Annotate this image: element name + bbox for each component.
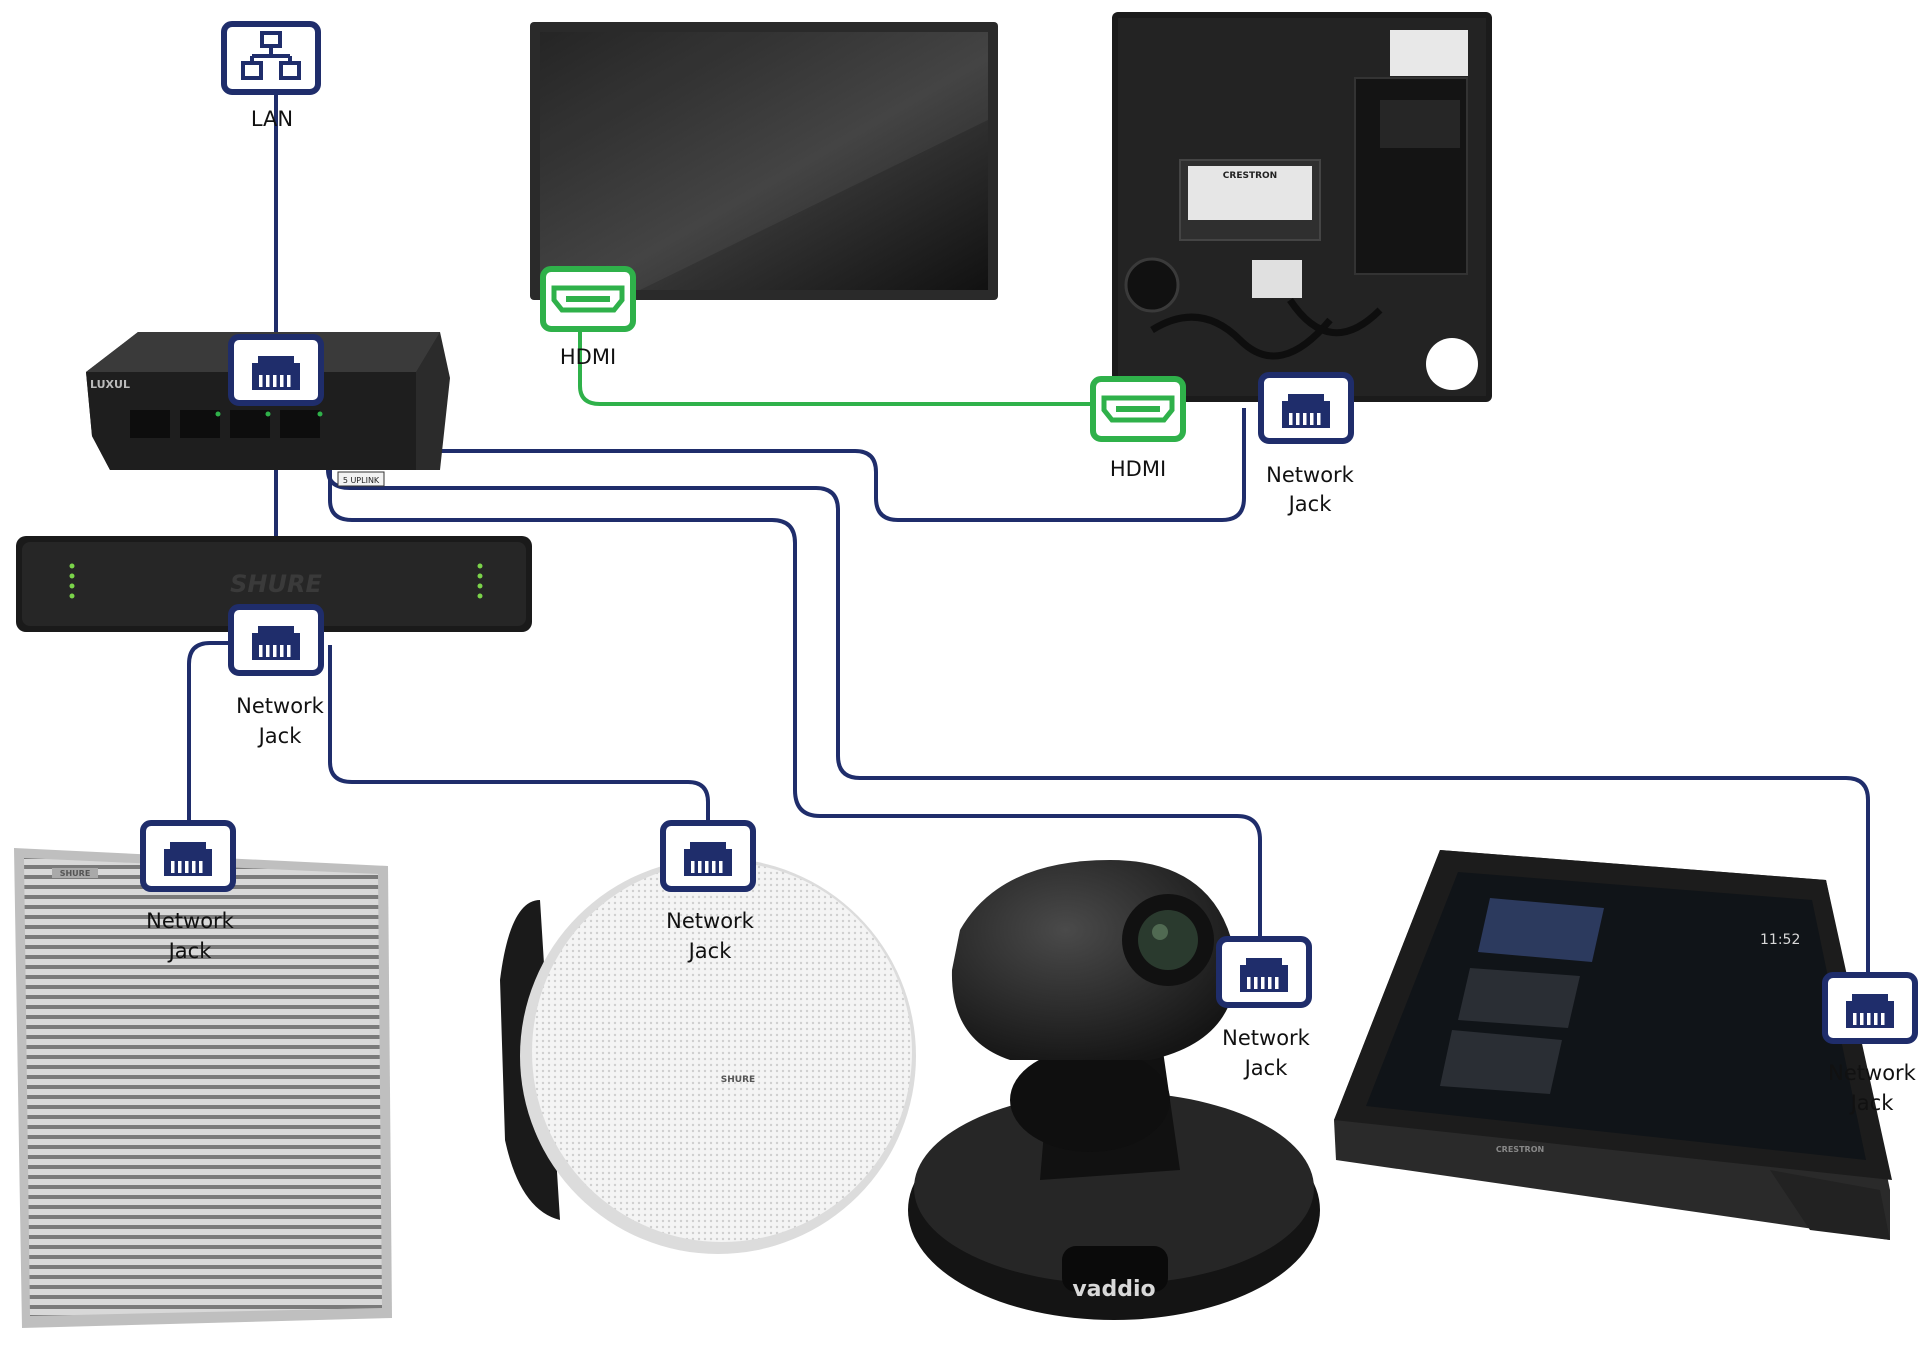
network-jack-label-line2: Jack <box>1849 1091 1895 1115</box>
ceiling-speaker: SHURE <box>500 858 916 1254</box>
cable-processor-to-mic <box>187 641 232 822</box>
codec-jack <box>1261 375 1351 441</box>
network-jack-label-line1: Network <box>236 694 325 718</box>
audio-processor: SHURE <box>16 536 532 632</box>
processor-brand: SHURE <box>230 570 322 598</box>
switch-uplink-label: 5 UPLINK <box>343 476 380 485</box>
ethernet-jack-icon <box>1219 939 1309 1005</box>
touch-panel: 11:52 CRESTRON <box>1334 850 1892 1240</box>
hdmi-display-label: HDMI <box>560 345 616 369</box>
touchpanel-jack <box>1825 975 1915 1041</box>
codec-brand: CRESTRON <box>1223 171 1277 181</box>
speaker-jack <box>663 823 753 889</box>
touchpanel-clock: 11:52 <box>1760 932 1800 948</box>
network-jack-label-line2: Jack <box>1243 1056 1289 1080</box>
network-jack-label-line2: Jack <box>1287 492 1333 516</box>
display-hdmi-port <box>543 269 633 329</box>
labels: LAN HDMI HDMI Network Jack Network Jack … <box>146 107 1917 1115</box>
switch-jack <box>231 337 321 403</box>
ethernet-jack-icon <box>231 337 321 403</box>
speaker-brand: SHURE <box>721 1075 755 1085</box>
ceiling-microphone: SHURE <box>14 848 392 1328</box>
ptz-camera: vaddio <box>908 860 1320 1320</box>
ethernet-jack-icon <box>663 823 753 889</box>
cable-hdmi-display-to-codec <box>578 330 1092 406</box>
codec-hdmi-port <box>1093 379 1183 439</box>
display-tv <box>530 22 998 300</box>
codec-mounting-plate: CRESTRON <box>1112 12 1492 402</box>
ethernet-jack-icon <box>231 607 321 673</box>
hdmi-codec-label: HDMI <box>1110 457 1166 481</box>
network-jack-label-line1: Network <box>1266 463 1355 487</box>
network-jack-label-line1: Network <box>1222 1026 1311 1050</box>
mic-jack <box>143 823 233 889</box>
ethernet-jack-icon <box>1825 975 1915 1041</box>
network-jack-label-line1: Network <box>1828 1061 1917 1085</box>
lan-connector <box>221 21 321 95</box>
mic-brand: SHURE <box>60 869 91 878</box>
network-jack-label-line2: Jack <box>687 939 733 963</box>
cables <box>187 88 1870 975</box>
ethernet-jack-icon <box>1261 375 1351 441</box>
network-jack-label-line1: Network <box>146 909 235 933</box>
hdmi-port-icon <box>1093 379 1183 439</box>
lan-label: LAN <box>251 107 293 131</box>
switch-brand: LUXUL <box>90 378 130 391</box>
camera-jack <box>1219 939 1309 1005</box>
cable-switch-to-camera <box>328 388 1262 940</box>
network-jack-label-line2: Jack <box>257 724 303 748</box>
processor-jack <box>231 607 321 673</box>
camera-brand: vaddio <box>1072 1277 1155 1302</box>
ethernet-jack-icon <box>143 823 233 889</box>
hdmi-port-icon <box>543 269 633 329</box>
touchpanel-brand: CRESTRON <box>1496 1145 1544 1154</box>
network-jack-label-line1: Network <box>666 909 755 933</box>
network-jack-label-line2: Jack <box>167 939 213 963</box>
cable-processor-to-speaker <box>328 645 710 822</box>
